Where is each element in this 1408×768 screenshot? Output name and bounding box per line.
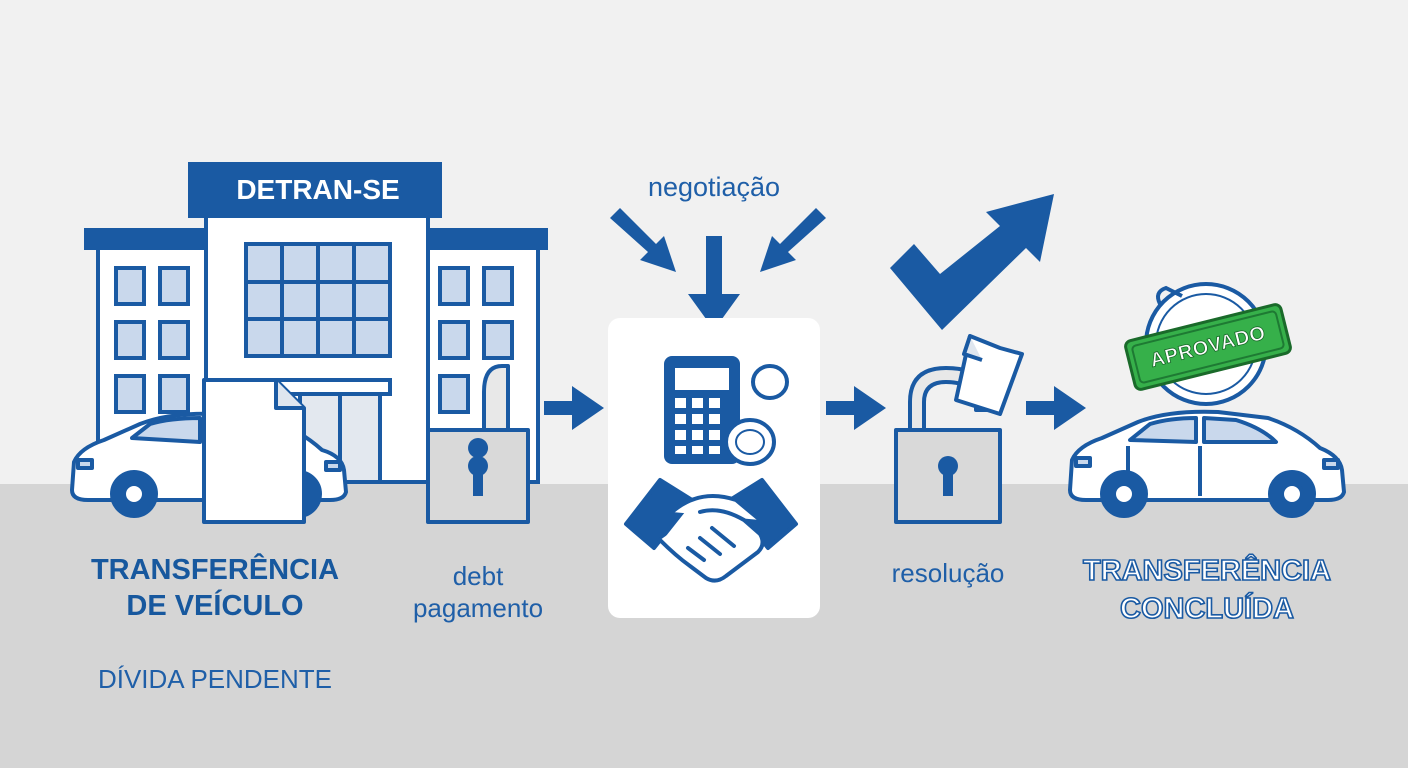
stage1-title: TRANSFERÊNCIA DE VEÍCULO — [70, 552, 360, 624]
arrow-right-icon — [544, 386, 604, 430]
stage5-title: TRANSFERÊNCIA CONCLUÍDA — [1062, 552, 1352, 628]
coins-icon — [724, 364, 789, 466]
arrow-right-icon — [1026, 386, 1086, 430]
car-icon — [1068, 409, 1346, 518]
stage4-label: resolução — [891, 558, 1005, 588]
stage1-title-line1: TRANSFERÊNCIA — [90, 554, 340, 586]
stage5-title-line1: TRANSFERÊNCIA — [1082, 554, 1332, 588]
stage2-label-line1: debt — [452, 561, 504, 591]
approved-stamp-icon — [1124, 282, 1292, 406]
calculator-icon — [664, 356, 740, 464]
negotiation-arrows — [610, 208, 826, 330]
stage5-title-line2: CONCLUÍDA — [1119, 592, 1295, 626]
document-icon — [202, 378, 306, 524]
handshake-icon — [624, 478, 798, 583]
stage2-label-line2: pagamento — [412, 593, 544, 623]
checkmark-arrow-icon — [890, 194, 1054, 330]
padlock-closed-icon — [426, 364, 530, 524]
stage2-label: debt pagamento — [380, 560, 576, 624]
arrow-right-icon — [826, 386, 886, 430]
document-icon — [954, 334, 1024, 416]
building-sign-text: DETRAN-SE — [236, 174, 399, 205]
stage1-status: DÍVIDA PENDENTE — [97, 664, 333, 694]
stage3-label: negotiação — [647, 172, 781, 202]
stage1-title-line2: DE VEÍCULO — [126, 590, 304, 622]
